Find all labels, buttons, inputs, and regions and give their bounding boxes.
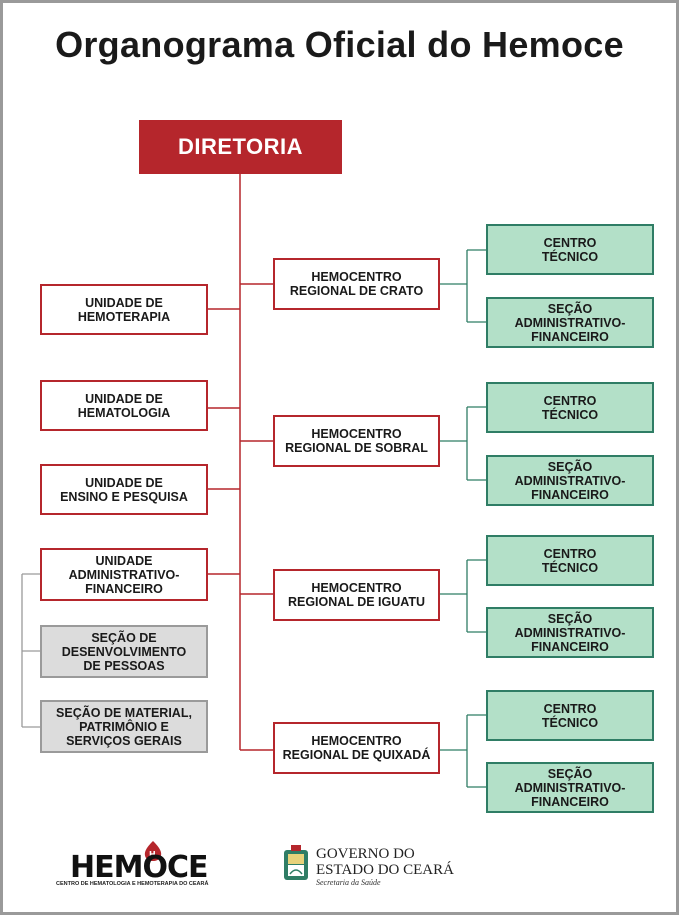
unidade-ensino-pesquisa-box: UNIDADE DE ENSINO E PESQUISA xyxy=(40,464,208,515)
secao-material-patrimonio-box: SEÇÃO DE MATERIAL, PATRIMÔNIO E SERVIÇOS… xyxy=(40,700,208,753)
svg-text:H: H xyxy=(149,850,156,859)
secao-desenvolvimento-pessoas-box: SEÇÃO DE DESENVOLVIMENTO DE PESSOAS xyxy=(40,625,208,678)
quixada-centro-tecnico-box: CENTRO TÉCNICO xyxy=(486,690,654,741)
unidade-administrativo-financeiro-box: UNIDADE ADMINISTRATIVO- FINANCEIRO xyxy=(40,548,208,601)
hemoce-logo: H HEMOCE CENTRO DE HEMATOLOGIA E HEMOTER… xyxy=(54,840,214,892)
crato-secao-admin-box: SEÇÃO ADMINISTRATIVO- FINANCEIRO xyxy=(486,297,654,348)
governo-ceara-logo: GOVERNO DO ESTADO DO CEARÁ Secretaria da… xyxy=(282,842,454,892)
governo-line2: ESTADO DO CEARÁ xyxy=(316,862,454,878)
iguatu-centro-tecnico-box: CENTRO TÉCNICO xyxy=(486,535,654,586)
governo-line3: Secretaria da Saúde xyxy=(316,878,381,887)
hemocentro-quixada-box: HEMOCENTRO REGIONAL DE QUIXADÁ xyxy=(273,722,440,774)
hemocentro-sobral-box: HEMOCENTRO REGIONAL DE SOBRAL xyxy=(273,415,440,467)
unidade-hematologia-box: UNIDADE DE HEMATOLOGIA xyxy=(40,380,208,431)
governo-line1: GOVERNO DO xyxy=(316,846,415,862)
state-seal-icon xyxy=(284,845,308,880)
quixada-secao-admin-box: SEÇÃO ADMINISTRATIVO- FINANCEIRO xyxy=(486,762,654,813)
unidade-hemoterapia-box: UNIDADE DE HEMOTERAPIA xyxy=(40,284,208,335)
hemocentro-iguatu-box: HEMOCENTRO REGIONAL DE IGUATU xyxy=(273,569,440,621)
sobral-secao-admin-box: SEÇÃO ADMINISTRATIVO- FINANCEIRO xyxy=(486,455,654,506)
hemoce-subtitle: CENTRO DE HEMATOLOGIA E HEMOTERAPIA DO C… xyxy=(56,881,209,887)
blood-drop-icon: H xyxy=(144,841,162,861)
diretoria-box: DIRETORIA xyxy=(139,120,342,174)
iguatu-secao-admin-box: SEÇÃO ADMINISTRATIVO- FINANCEIRO xyxy=(486,607,654,658)
hemoce-wordmark: HEMOCE xyxy=(70,850,208,885)
hemocentro-crato-box: HEMOCENTRO REGIONAL DE CRATO xyxy=(273,258,440,310)
crato-centro-tecnico-box: CENTRO TÉCNICO xyxy=(486,224,654,275)
page-title: Organograma Oficial do Hemoce xyxy=(55,24,624,65)
sobral-centro-tecnico-box: CENTRO TÉCNICO xyxy=(486,382,654,433)
